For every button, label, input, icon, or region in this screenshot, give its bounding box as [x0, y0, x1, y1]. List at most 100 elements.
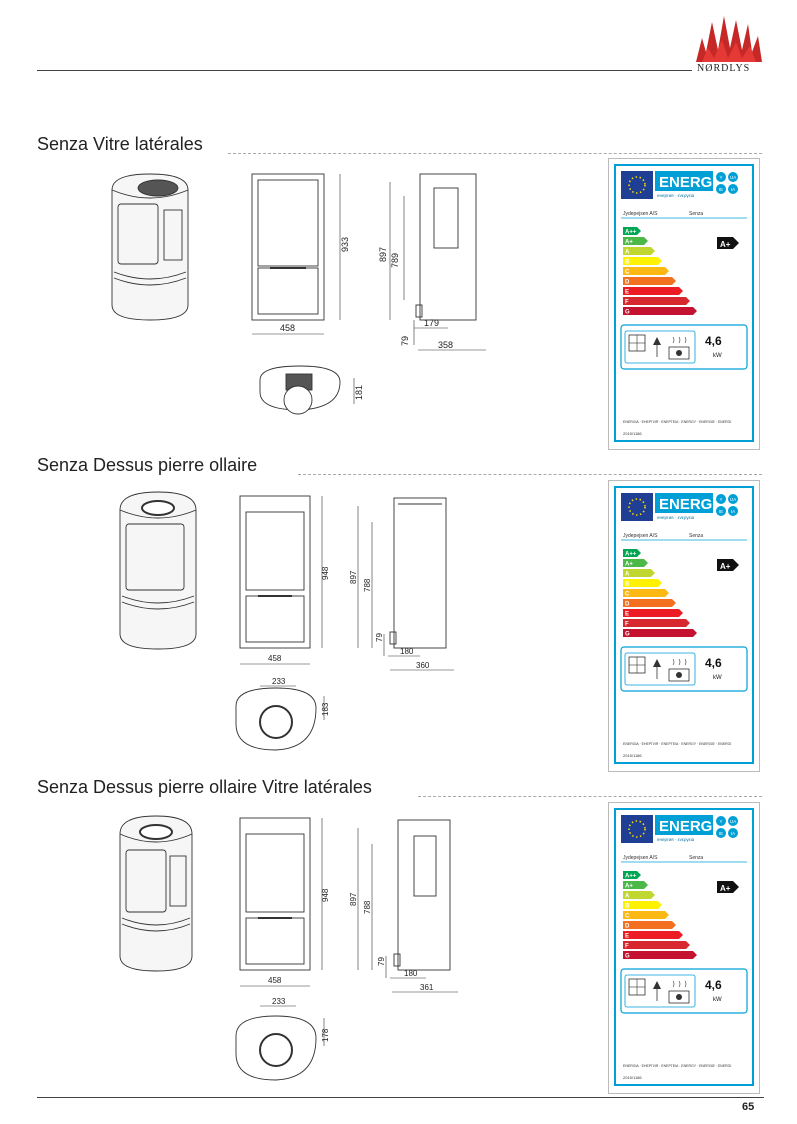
energy-class-label: A+	[625, 562, 633, 568]
footer-languages: ENERGIA · ЕНЕРГИЯ · ΕΝΕΡΓΕΙΑ · ENERGY · …	[623, 1064, 731, 1068]
dim-height: 933	[340, 237, 350, 252]
regulation: 2015/1186	[623, 1075, 642, 1080]
energy-class-label: A+	[625, 884, 633, 890]
footer-languages: ENERGIA · ЕНЕРГИЯ · ΕΝΕΡΓΕΙΑ · ENERGY · …	[623, 420, 731, 424]
power-unit: kW	[713, 997, 722, 1003]
energy-class-bar	[623, 901, 662, 909]
language-badge-label: IA	[731, 187, 735, 192]
energy-class-bar	[623, 599, 676, 607]
class-arrow-icon	[717, 237, 739, 249]
energy-class-bar	[623, 619, 690, 627]
energy-class-bar	[623, 921, 676, 929]
power-value: 4,6	[705, 334, 722, 348]
language-badge	[728, 494, 738, 504]
energy-class-bar	[623, 277, 676, 285]
dim-depth: 360	[416, 661, 430, 670]
drawing-senza-dessus: 458 948 897 788 79 180 360 233 183	[119, 491, 454, 751]
energy-class-bar	[623, 297, 690, 305]
energy-class-label: B	[625, 904, 630, 910]
lamp-icon	[653, 659, 661, 667]
language-badge-label: Y	[719, 497, 722, 502]
flame-logo-icon	[696, 16, 762, 62]
dim-h3: 788	[363, 900, 372, 914]
energy-class-bar	[623, 267, 669, 275]
stove-front-view	[239, 495, 323, 665]
energy-class-bar	[623, 891, 655, 899]
footer-rule	[37, 1097, 764, 1098]
energy-class-label: E	[625, 290, 629, 296]
dim-h2: 897	[378, 247, 388, 262]
energy-class: A+	[720, 240, 731, 249]
energy-class-label: B	[625, 582, 630, 588]
energy-class-label: C	[625, 270, 630, 276]
eu-flag-icon	[621, 171, 653, 199]
language-badge	[716, 828, 726, 838]
energy-class-bar	[623, 629, 697, 637]
dim-top-depth: 183	[321, 702, 330, 716]
energy-class-label: A	[625, 894, 630, 900]
dim-top-width: 233	[272, 677, 286, 686]
language-badge	[728, 828, 738, 838]
supplier: Jydepejsen A/S	[623, 211, 658, 217]
energy-class-label: F	[625, 300, 629, 306]
energy-class-label: G	[625, 632, 630, 638]
energy-class-label: C	[625, 914, 630, 920]
supplier: Jydepejsen A/S	[623, 855, 658, 861]
energy-class-label: F	[625, 944, 629, 950]
energy-class-label: G	[625, 310, 630, 316]
dim-base: 79	[375, 633, 384, 642]
dim-h2: 897	[349, 892, 358, 906]
section-divider	[418, 796, 762, 797]
energy-class-bar	[623, 257, 662, 265]
dim-h3: 788	[363, 578, 372, 592]
power-value: 4,6	[705, 656, 722, 670]
energy-class-label: C	[625, 592, 630, 598]
power-value: 4,6	[705, 978, 722, 992]
section-title: Senza Vitre latérales	[37, 134, 203, 154]
language-badge	[716, 494, 726, 504]
stove-top-view	[259, 365, 355, 415]
energy-class-bar	[623, 911, 669, 919]
drawing-senza-dessus-vitre: 458 948 897 788 79 180 361 233 178	[119, 815, 458, 1081]
language-badge	[716, 172, 726, 182]
dim-width: 458	[280, 323, 295, 333]
dimension-labels: 458 933 897 789 79 179 358 181	[280, 237, 453, 400]
energy-class-bar	[623, 871, 641, 879]
energy-class-label: G	[625, 954, 630, 960]
energy-class-bar	[623, 559, 648, 567]
language-badge-label: IJA	[730, 497, 737, 502]
energy-class-bar	[623, 881, 648, 889]
model: Senza	[689, 855, 703, 861]
language-badge	[716, 506, 726, 516]
stove-3d-view	[119, 815, 193, 972]
language-badge	[716, 184, 726, 194]
power-unit: kW	[713, 675, 722, 681]
energ-title: ENERG	[659, 818, 712, 835]
dim-base: 79	[400, 336, 410, 346]
stove-heat-icon	[668, 668, 690, 682]
language-badge-label: IE	[719, 509, 723, 514]
energy-class-label: A	[625, 250, 630, 256]
energy-class-bar	[623, 589, 669, 597]
lamp-icon	[653, 981, 661, 989]
power-unit: kW	[713, 353, 722, 359]
energy-class-bar	[623, 569, 655, 577]
regulation: 2015/1186	[623, 431, 642, 436]
dim-depth-inner: 180	[400, 647, 414, 656]
energy-class-label: A	[625, 572, 630, 578]
energy-class-label: A++	[625, 230, 637, 236]
dim-height: 948	[321, 888, 330, 902]
energy-class-bar	[623, 287, 683, 295]
energ-subtitle: енергия · ενεργεια	[657, 837, 695, 842]
language-badge	[728, 172, 738, 182]
energy-class-bar	[623, 609, 683, 617]
energy-class: A+	[720, 884, 731, 893]
dim-width: 458	[268, 654, 282, 663]
language-badge-label: IJA	[730, 819, 737, 824]
energy-class-label: D	[625, 280, 630, 286]
stove-3d-view	[111, 173, 189, 321]
model: Senza	[689, 211, 703, 217]
energy-class-label: E	[625, 612, 629, 618]
